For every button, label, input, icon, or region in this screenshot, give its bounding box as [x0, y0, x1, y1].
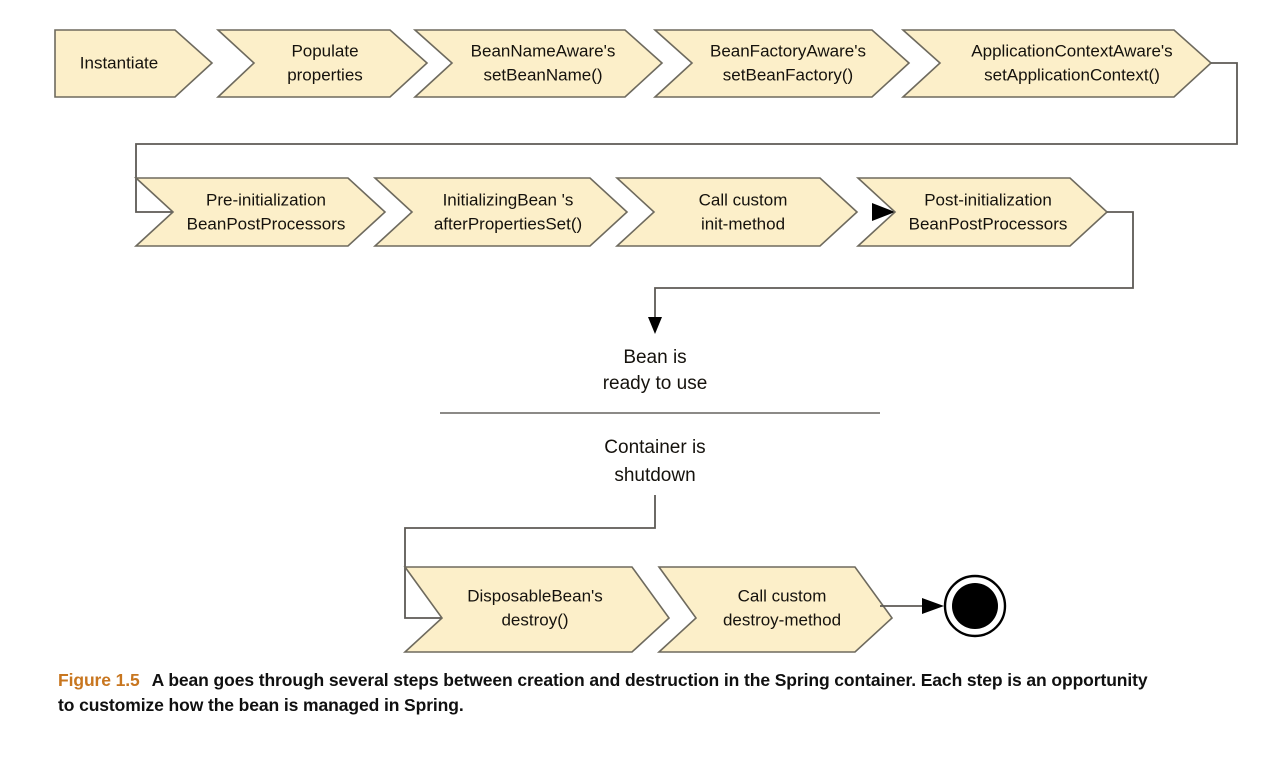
step-pre-initialization-bpp[interactable]: Pre-initialization BeanPostProcessors: [133, 177, 387, 247]
step-call-custom-init-label-line2: init-method: [701, 214, 785, 233]
step-instantiate-label-line1: Instantiate: [80, 53, 158, 72]
step-populate-properties-label-line1: Populate: [291, 41, 358, 60]
step-call-custom-init[interactable]: Call custom init-method: [614, 177, 859, 247]
step-application-context-aware-shape: [900, 29, 1213, 98]
figure-caption-text: A bean goes through several steps betwee…: [58, 670, 1148, 715]
end-state-terminator: [943, 574, 1007, 638]
step-post-initialization-bpp-label-line2: BeanPostProcessors: [909, 214, 1068, 233]
initialization-row: Pre-initialization BeanPostProcessors In…: [133, 177, 1109, 247]
step-initializing-bean-shape: [372, 177, 629, 247]
step-pre-initialization-bpp-label-line1: Pre-initialization: [206, 190, 326, 209]
bean-lifecycle-diagram: Instantiate Populate properties BeanName…: [54, 29, 1238, 653]
end-state-fill-icon: [952, 583, 998, 629]
step-bean-name-aware-shape: [412, 29, 664, 98]
destruction-row: DisposableBean's destroy() Call custom d…: [402, 566, 1007, 653]
state-bean-ready-label-line2: ready to use: [603, 373, 708, 394]
step-populate-properties[interactable]: Populate properties: [215, 29, 429, 98]
step-bean-factory-aware-shape: [652, 29, 911, 98]
step-instantiate-shape: [54, 29, 214, 98]
arrow-init-to-post-icon: [872, 203, 895, 221]
step-application-context-aware[interactable]: ApplicationContextAware's setApplication…: [900, 29, 1213, 98]
step-disposable-bean-label-line2: destroy(): [501, 610, 568, 629]
state-bean-ready: Bean is ready to use: [603, 347, 708, 394]
state-bean-ready-label-line1: Bean is: [623, 347, 686, 368]
step-post-initialization-bpp-label-line1: Post-initialization: [924, 190, 1052, 209]
step-populate-properties-shape: [215, 29, 429, 98]
step-call-custom-init-shape: [614, 177, 859, 247]
step-disposable-bean[interactable]: DisposableBean's destroy(): [402, 566, 671, 653]
creation-row: Instantiate Populate properties BeanName…: [54, 29, 1213, 98]
step-disposable-bean-shape: [402, 566, 671, 653]
step-populate-properties-label-line2: properties: [287, 65, 363, 84]
step-post-initialization-bpp[interactable]: Post-initialization BeanPostProcessors: [855, 177, 1109, 247]
step-call-custom-init-label-line1: Call custom: [699, 190, 788, 209]
step-disposable-bean-label-line1: DisposableBean's: [467, 586, 603, 605]
state-container-shutdown-label-line1: Container is: [604, 437, 705, 458]
connector-shutdown-to-destroy: [404, 495, 656, 619]
step-application-context-aware-label-line2: setApplicationContext(): [984, 65, 1160, 84]
figure-number: Figure 1.5: [58, 670, 140, 690]
connector-row1-to-row2: [135, 62, 1238, 213]
step-initializing-bean[interactable]: InitializingBean 's afterPropertiesSet(): [372, 177, 629, 247]
step-pre-initialization-bpp-shape: [133, 177, 387, 247]
arrow-to-end-icon: [922, 598, 944, 614]
step-bean-name-aware[interactable]: BeanNameAware's setBeanName(): [412, 29, 664, 98]
step-pre-initialization-bpp-label-line2: BeanPostProcessors: [187, 214, 346, 233]
step-call-custom-destroy[interactable]: Call custom destroy-method: [656, 566, 894, 653]
state-container-shutdown: Container is shutdown: [604, 437, 705, 486]
connector-row2-to-bean-ready: [654, 211, 1134, 320]
state-container-shutdown-label-line2: shutdown: [614, 465, 695, 486]
step-call-custom-destroy-shape: [656, 566, 894, 653]
step-instantiate[interactable]: Instantiate: [54, 29, 214, 98]
step-call-custom-destroy-label-line1: Call custom: [738, 586, 827, 605]
step-initializing-bean-label-line2: afterPropertiesSet(): [434, 214, 582, 233]
step-bean-name-aware-label-line1: BeanNameAware's: [471, 41, 616, 60]
arrow-to-bean-ready-icon: [648, 317, 662, 334]
step-application-context-aware-label-line1: ApplicationContextAware's: [971, 41, 1172, 60]
step-initializing-bean-label-line1: InitializingBean 's: [443, 190, 574, 209]
step-post-initialization-bpp-shape: [855, 177, 1109, 247]
step-bean-factory-aware[interactable]: BeanFactoryAware's setBeanFactory(): [652, 29, 911, 98]
step-bean-factory-aware-label-line2: setBeanFactory(): [723, 65, 853, 84]
step-bean-name-aware-label-line2: setBeanName(): [483, 65, 602, 84]
step-bean-factory-aware-label-line1: BeanFactoryAware's: [710, 41, 866, 60]
step-call-custom-destroy-label-line2: destroy-method: [723, 610, 841, 629]
